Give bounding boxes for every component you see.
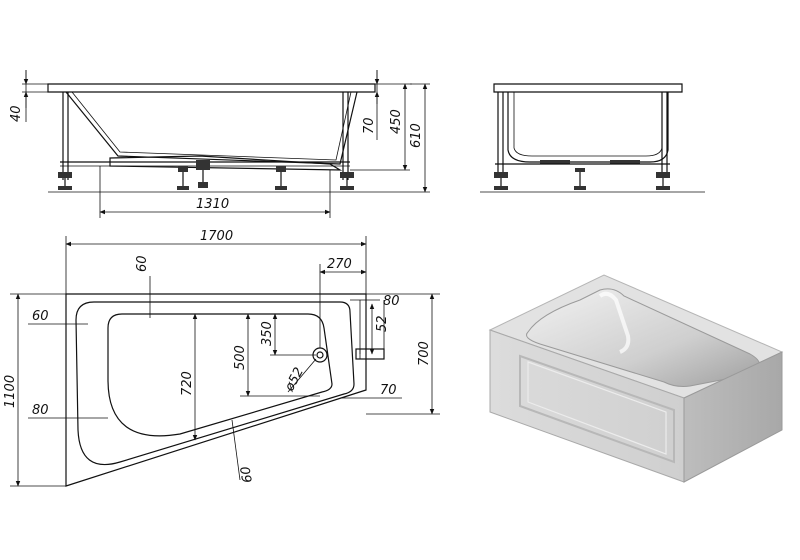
legs	[58, 160, 354, 190]
base-plate	[109, 155, 343, 171]
legs-right	[494, 168, 670, 190]
dim-diameter: ø52	[282, 365, 307, 395]
outer-outline	[65, 293, 367, 487]
dim-610: 610	[409, 123, 424, 148]
side-view-right	[480, 83, 705, 193]
dim-1310: 1310	[196, 197, 229, 212]
dim-450: 450	[389, 109, 404, 134]
render-side-panel	[683, 351, 783, 483]
dim-80-left: 80	[32, 403, 49, 418]
basin-inner-profile	[71, 91, 352, 161]
bathtub-3d-render	[488, 274, 784, 483]
dim-1100: 1100	[3, 375, 18, 408]
dim-270: 270	[327, 257, 352, 272]
render-panel-inset	[519, 354, 675, 464]
rim	[47, 83, 376, 93]
dim-60-left: 60	[32, 309, 49, 324]
dim-700: 700	[417, 341, 432, 366]
dim-350: 350	[260, 321, 275, 346]
dim-60-angle: 60	[238, 465, 256, 484]
dim-80-right: 80	[383, 294, 400, 309]
side-view-left: 40 70 450 610 1310	[9, 70, 430, 218]
rim-outline	[75, 301, 355, 466]
dim-720: 720	[180, 371, 195, 396]
dim-40: 40	[9, 105, 24, 122]
dim-70: 70	[362, 117, 377, 134]
basin-right	[507, 92, 669, 163]
rim-right	[493, 83, 683, 93]
dim-500: 500	[233, 345, 248, 370]
dim-60-top: 60	[135, 255, 150, 272]
top-view: 1700 60 270 80 60 350 52 500 720 ø5	[3, 229, 440, 487]
basin-outline	[107, 313, 333, 437]
dim-70-right: 70	[380, 383, 397, 398]
basin-profile	[65, 91, 358, 165]
dim-52: 52	[375, 315, 390, 332]
dim-1700: 1700	[200, 229, 233, 244]
